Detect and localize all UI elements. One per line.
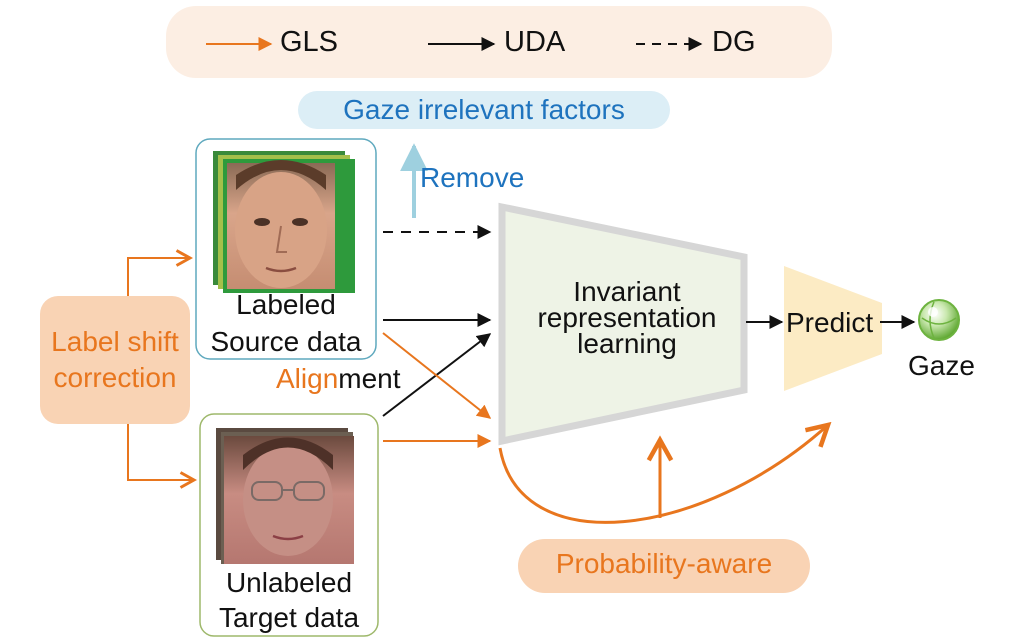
gaze-globe-icon (918, 299, 960, 341)
alignment-label-part2: ment (338, 363, 401, 394)
target-label-line1: Unlabeled (225, 567, 353, 598)
alignment-label-part1: Align (276, 363, 339, 394)
target-label-line2: Target data (218, 602, 360, 633)
probability-aware-curve (498, 425, 828, 524)
alignment-label: Alignment (276, 363, 401, 395)
probability-aware-label: Probability-aware (555, 548, 773, 579)
label-shift-line2: correction (53, 362, 177, 393)
source-label-line1: Labeled (236, 289, 336, 320)
invariant-label-line2: representation (537, 302, 717, 333)
gaze-irrelevant-pill (298, 91, 670, 129)
gaze-irrelevant-label: Gaze irrelevant factors (343, 94, 625, 125)
target-face-image (216, 428, 354, 564)
remove-label: Remove (420, 162, 525, 193)
target-data-box (199, 413, 379, 637)
label-shift-pill (40, 296, 190, 424)
legend-uda-label: UDA (504, 26, 566, 58)
predictor-shape (784, 266, 882, 391)
source-data-box (195, 138, 377, 360)
predict-label: Predict (786, 307, 874, 338)
gls-arrow-source-align (382, 332, 492, 419)
legend-dg-label: DG (712, 26, 756, 58)
gaze-label: Gaze (908, 350, 975, 381)
invariant-label-line3: learning (577, 328, 677, 359)
invariant-encoder (498, 202, 748, 446)
legend-panel (166, 6, 832, 78)
invariant-label-line1: Invariant (573, 276, 681, 307)
gls-arrow-to-target (127, 424, 194, 480)
legend-gls-label: GLS (280, 26, 339, 58)
source-label-line2: Source data (210, 326, 362, 357)
probability-aware-pill (518, 539, 810, 593)
source-face-image (213, 151, 355, 293)
gls-arrow-to-source (127, 258, 190, 296)
label-shift-line1: Label shift (51, 326, 179, 357)
